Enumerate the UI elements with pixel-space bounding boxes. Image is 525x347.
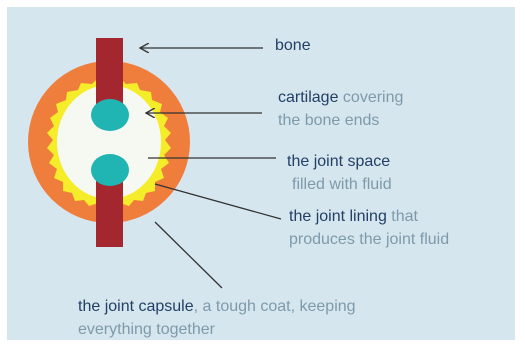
joint-capsule-description-line2: everything together [78,318,356,341]
joint-space-description: filled with fluid [287,173,392,196]
lower-cartilage [91,154,129,186]
joint-lining-label: the joint lining that produces the joint… [289,205,449,251]
bone-term: bone [275,37,311,54]
joint-lining-description: that [387,208,418,225]
joint-lining-term: the joint lining [289,208,387,225]
cartilage-description: covering [338,89,403,106]
joint-capsule-term: the joint capsule [78,298,194,315]
bone-label: bone [275,34,311,57]
cartilage-label: cartilage covering the bone ends [278,86,403,132]
joint-space-term: the joint space [287,153,390,170]
joint-capsule-description: , a tough coat, keeping [194,298,356,315]
joint-capsule-pointer [155,222,222,288]
joint-capsule-label: the joint capsule, a tough coat, keeping… [78,295,356,341]
joint-lining-description-line2: produces the joint fluid [289,228,449,251]
joint-space-label: the joint space filled with fluid [287,150,392,196]
cartilage-term: cartilage [278,89,338,106]
joint-lining-pointer [155,184,281,219]
upper-cartilage [91,99,129,131]
cartilage-description-line2: the bone ends [278,109,403,132]
